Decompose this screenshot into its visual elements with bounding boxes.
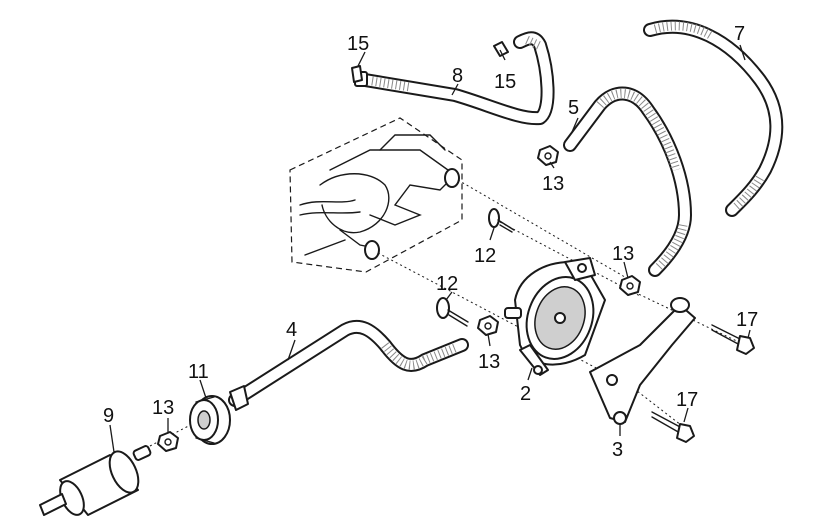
callout-4: 4 bbox=[286, 319, 297, 341]
nut-part-13-a bbox=[537, 145, 559, 166]
callout-13-b: 13 bbox=[612, 243, 634, 265]
bolt-part-17-lower bbox=[651, 411, 695, 443]
nut-part-13-c bbox=[477, 315, 499, 336]
hose-part-4 bbox=[228, 319, 469, 411]
callout-11: 11 bbox=[188, 361, 209, 383]
callout-17-a: 17 bbox=[736, 309, 758, 331]
callout-17-b: 17 bbox=[676, 389, 698, 411]
bracket-part-3 bbox=[589, 297, 696, 425]
screw-part-12-lower bbox=[436, 297, 469, 327]
callout-12-a: 12 bbox=[474, 245, 496, 267]
fuel-pump-part-2 bbox=[504, 257, 606, 376]
mounting-area-inset bbox=[289, 117, 463, 273]
callout-7: 7 bbox=[734, 23, 745, 45]
nut-part-13-b bbox=[619, 275, 641, 296]
callout-15-a: 15 bbox=[347, 33, 369, 55]
callout-2: 2 bbox=[520, 383, 531, 405]
callout-9: 9 bbox=[103, 405, 114, 427]
callout-13-d: 13 bbox=[152, 397, 174, 419]
callout-13-a: 13 bbox=[542, 173, 564, 195]
callout-13-c: 13 bbox=[478, 351, 500, 373]
screw-part-12-upper bbox=[488, 208, 515, 233]
leader-lines bbox=[109, 44, 751, 453]
callout-15-b: 15 bbox=[494, 71, 516, 93]
callout-12-b: 12 bbox=[436, 273, 458, 295]
clip-part-15-a bbox=[351, 65, 363, 83]
hose-part-7 bbox=[643, 19, 784, 217]
callout-3: 3 bbox=[612, 439, 623, 461]
clip-part-15-b bbox=[493, 41, 509, 57]
nut-part-13-d bbox=[157, 431, 179, 452]
hose-part-5 bbox=[563, 86, 692, 277]
callout-8: 8 bbox=[452, 65, 463, 87]
fuel-filter-part-9 bbox=[39, 445, 152, 516]
filter-part-11 bbox=[189, 395, 231, 445]
callout-5: 5 bbox=[568, 97, 579, 119]
